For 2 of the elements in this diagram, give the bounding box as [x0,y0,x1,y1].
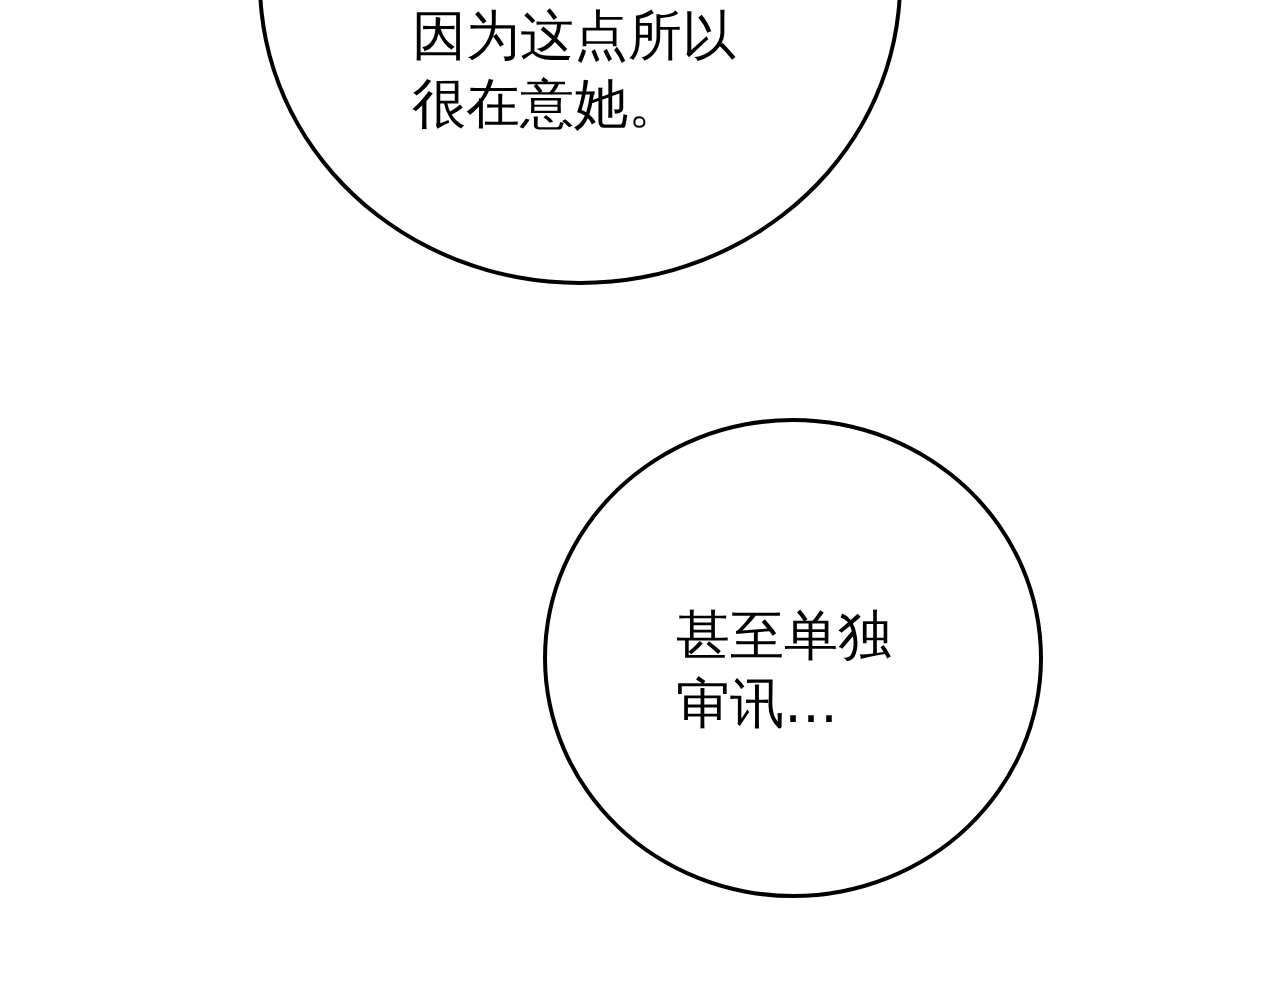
dialogue-text: 甚至单独审讯… [676,603,893,737]
dialogue-text: 因为这点所以很在意她。 [412,3,737,137]
